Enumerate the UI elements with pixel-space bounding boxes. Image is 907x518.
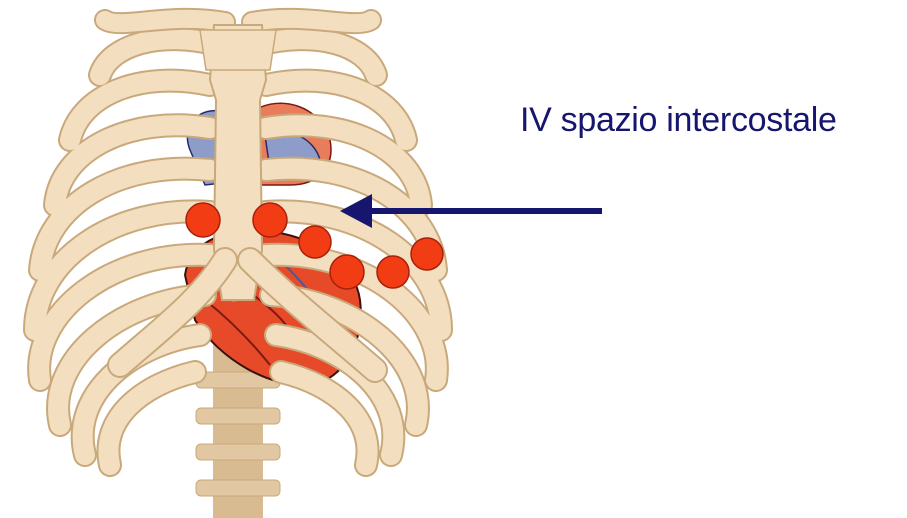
electrode-v4 xyxy=(330,255,364,289)
electrode-v3 xyxy=(299,226,331,258)
electrode-v5 xyxy=(377,256,409,288)
ribs-left xyxy=(35,39,218,465)
electrode-v6 xyxy=(411,238,443,270)
electrode-v1 xyxy=(186,203,220,237)
electrode-v2 xyxy=(253,203,287,237)
intercostal-space-label: IV spazio intercostale xyxy=(520,101,837,140)
clavicles xyxy=(105,19,371,23)
